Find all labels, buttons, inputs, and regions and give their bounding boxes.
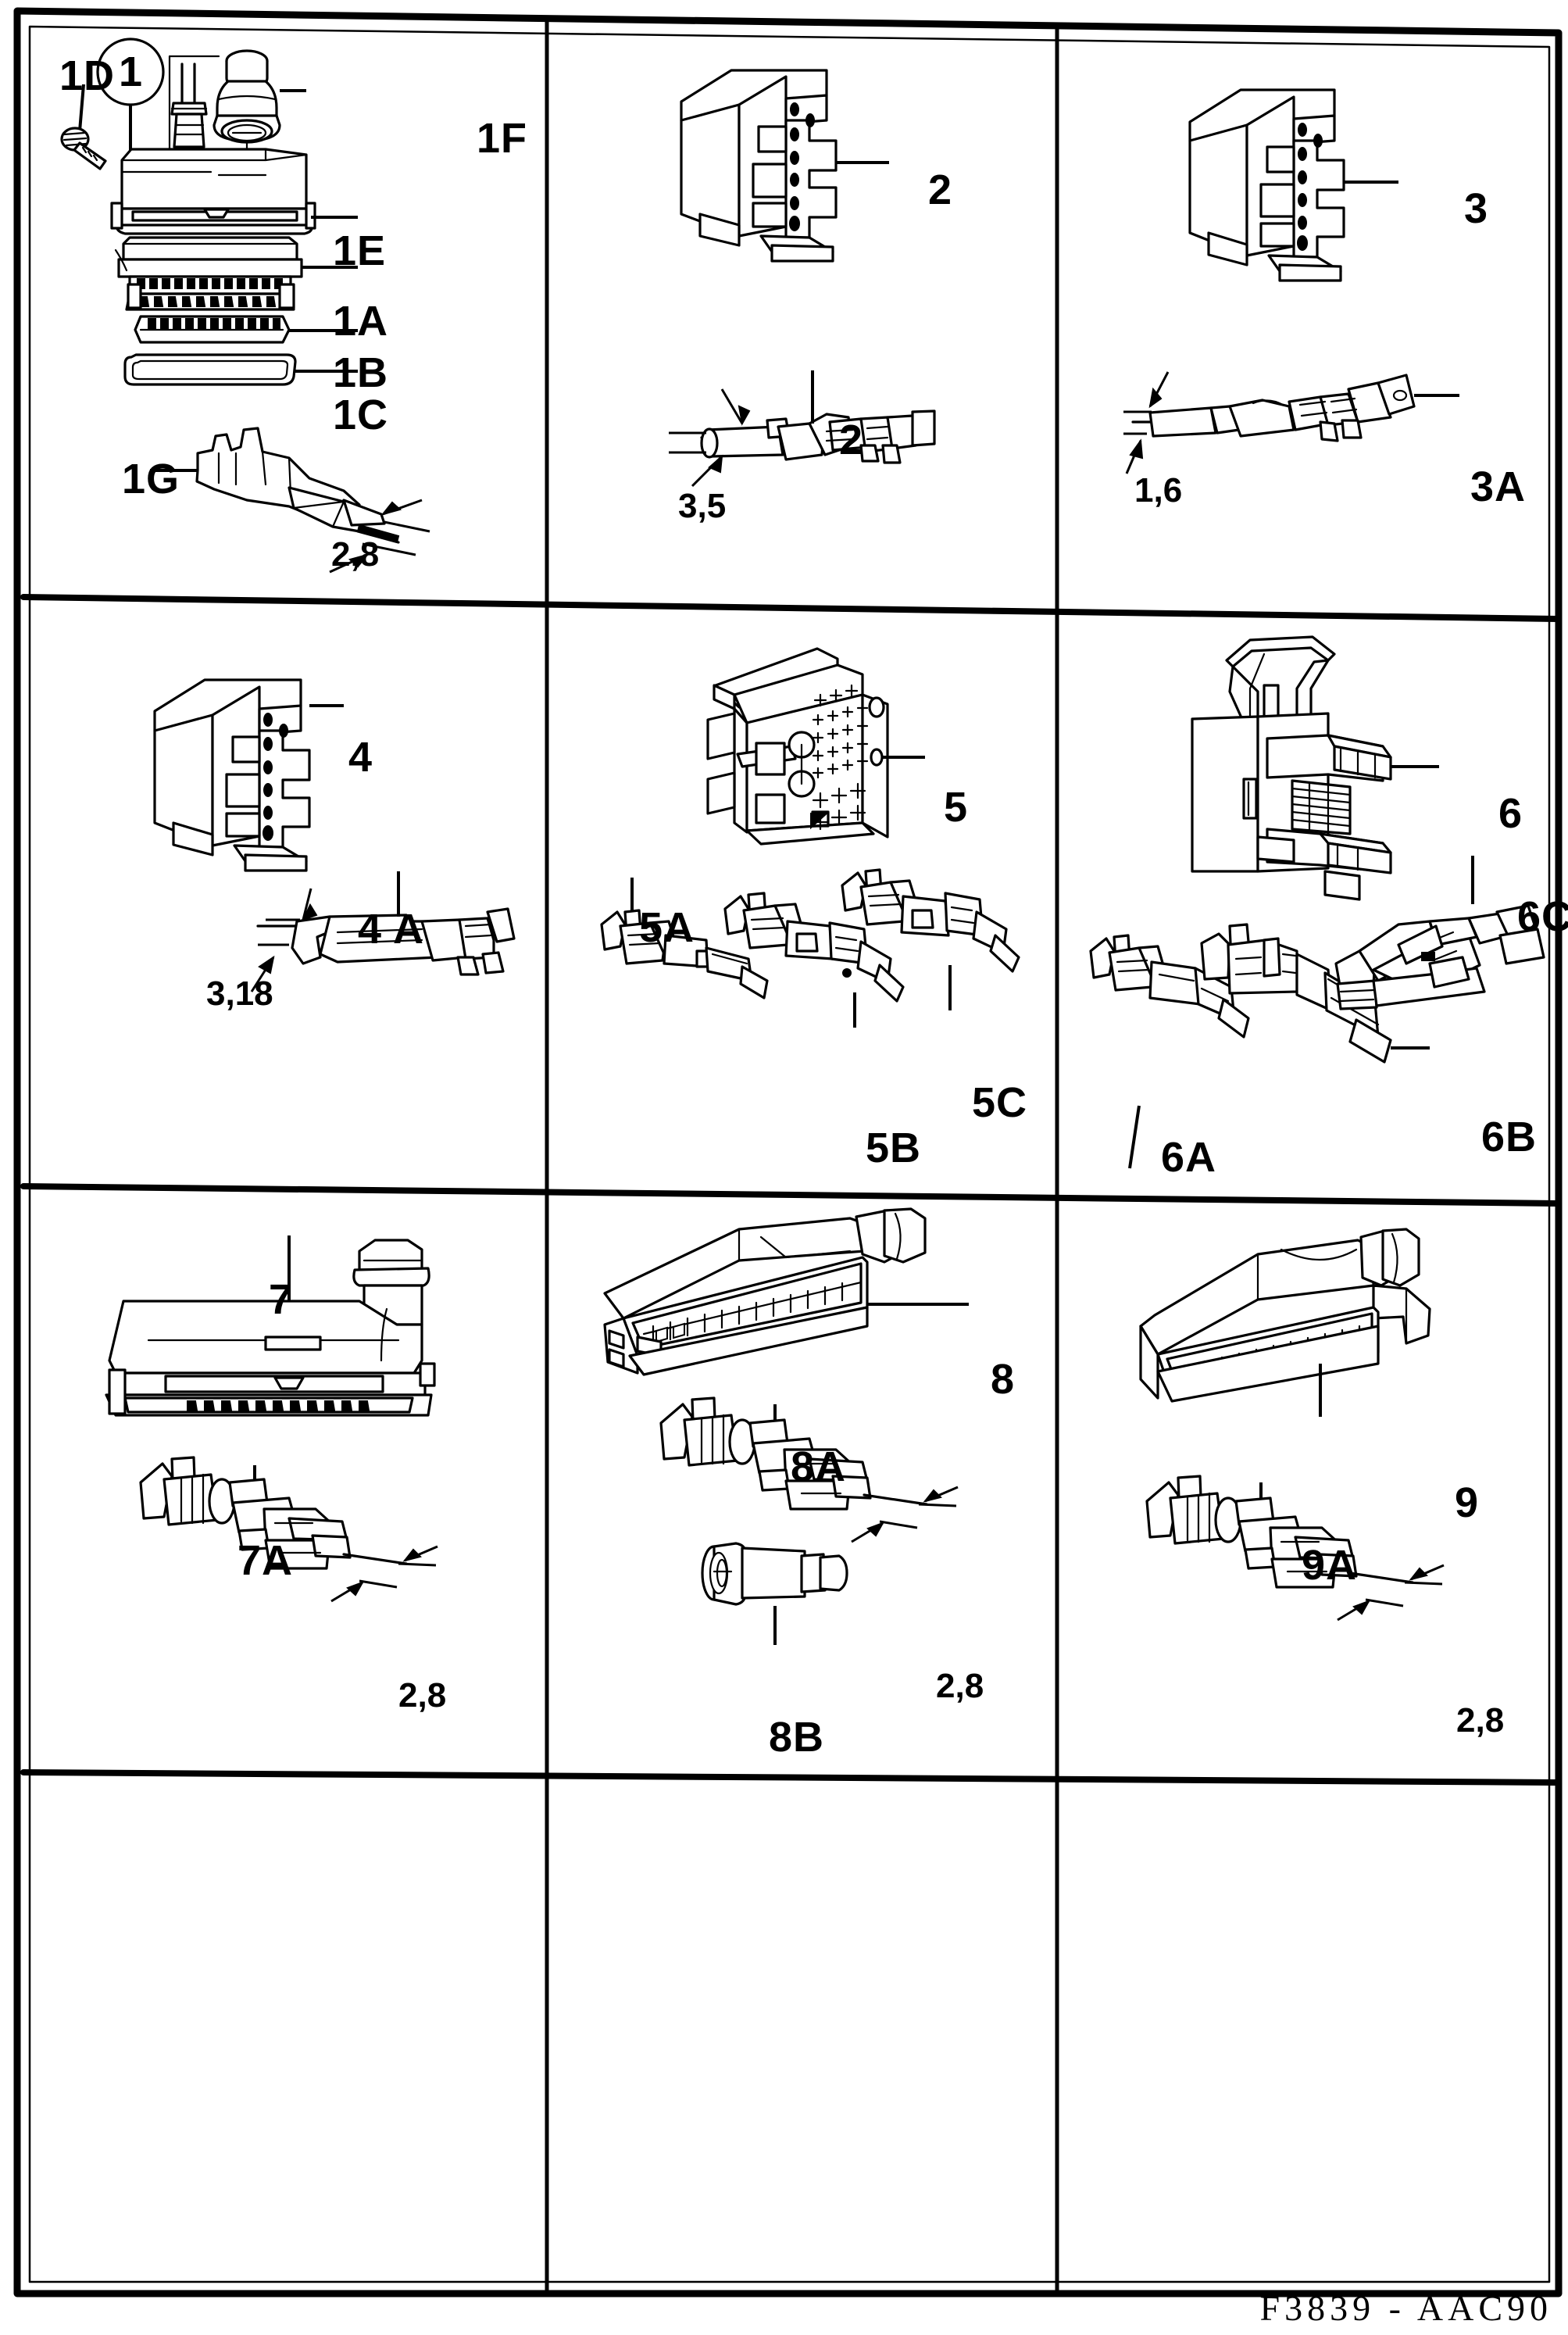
screw-1d <box>60 127 107 170</box>
angled-connector-9 <box>1139 1228 1431 1417</box>
cell-6-artwork <box>1063 613 1563 1188</box>
dimension-label: 1,6 <box>1134 471 1183 510</box>
part-callout-label: 3 <box>1464 185 1489 232</box>
part-callout-label: 6B <box>1481 1114 1538 1160</box>
cross-pin-field <box>812 684 869 779</box>
socket-pin-holes <box>263 713 288 841</box>
cell-3-artwork <box>1063 23 1563 602</box>
part-callout-label: 4 <box>348 734 373 781</box>
angled-connector-8 <box>603 1207 969 1376</box>
dimension-label: 2,8 <box>398 1676 447 1715</box>
relay-socket-4 <box>153 678 311 872</box>
cell-5-artwork <box>552 613 1055 1188</box>
part-callout-label: 1G <box>122 456 180 502</box>
cable-seal-8b <box>701 1542 848 1645</box>
cell-9-artwork <box>1063 1207 1563 1770</box>
part-callout-label: 5B <box>866 1125 922 1171</box>
part-callout-label: 2 <box>839 417 864 463</box>
terminal-6c <box>1334 856 1545 1010</box>
socket-pin-holes <box>789 102 815 231</box>
part-callout-label: 8 <box>991 1356 1016 1403</box>
part-callout-label: 6A <box>1161 1134 1217 1181</box>
terminal-3a <box>1123 371 1459 474</box>
row-divider-3 <box>20 1769 1560 1786</box>
part-callout-label: 5C <box>972 1079 1028 1126</box>
part-callout-label: 7 <box>269 1276 294 1323</box>
terminal-5a <box>600 878 769 999</box>
dimension-label: 3,18 <box>206 974 273 1013</box>
part-callout-label: 3A <box>1470 463 1527 510</box>
part-callout-label: 1D <box>59 52 116 99</box>
terminal-2 <box>669 370 936 488</box>
grille-lines <box>1291 781 1352 834</box>
terminal-7a <box>139 1456 438 1603</box>
cell-2-artwork <box>552 17 1055 595</box>
cell-7-artwork <box>31 1207 543 1770</box>
rubber-boot-1f <box>213 49 281 144</box>
pin-teeth-row <box>140 296 277 307</box>
pin-block-1a <box>114 236 303 311</box>
pin-post-assembly <box>170 63 208 148</box>
right-angle-connector-7 <box>105 1235 436 1417</box>
cell-8-artwork <box>552 1207 1055 1770</box>
part-callout-label: 6C <box>1517 893 1568 940</box>
part-callout-label: 9 <box>1455 1479 1480 1526</box>
part-callout-label: 1C <box>333 392 389 438</box>
terminal-5b <box>723 892 905 1028</box>
part-callout-label: 1B <box>333 349 389 396</box>
part-callout-label: 6 <box>1498 790 1523 837</box>
dimension-label: 2,8 <box>331 535 380 574</box>
outer-border <box>13 7 1563 2297</box>
dimension-label: 2,8 <box>1456 1701 1505 1740</box>
row-divider-2 <box>20 1183 1560 1207</box>
part-callout-label: 5 <box>944 784 969 831</box>
part-callout-label: 1A <box>333 298 389 345</box>
cross-pin-connector-5 <box>706 647 889 846</box>
part-callout-label: 1E <box>333 227 387 274</box>
relay-socket-2 <box>680 69 838 263</box>
socket-pin-holes <box>1297 123 1323 251</box>
pin-row-7 <box>187 1400 370 1411</box>
relay-socket-3 <box>1188 88 1345 282</box>
terminal-8a <box>659 1396 959 1543</box>
part-callout-label: 8A <box>791 1443 847 1490</box>
part-callout-label: 8B <box>769 1714 825 1761</box>
inner-border <box>28 25 1551 2283</box>
housing-cover-1e <box>110 148 316 235</box>
row-divider-1 <box>20 594 1560 622</box>
part-callout-label: 2 <box>928 166 953 213</box>
part-callout-label: 1F <box>477 115 528 162</box>
part-callout-label: 9A <box>1302 1542 1358 1589</box>
latch-connector-6 <box>1191 635 1392 901</box>
cell-1-artwork: 1 <box>31 16 547 598</box>
terminal-9a <box>1145 1475 1445 1622</box>
terminal-6a <box>1089 934 1250 1169</box>
cell-4-artwork <box>31 613 543 1188</box>
terminal-1g <box>150 427 430 574</box>
gasket-1c <box>123 353 297 386</box>
plate-footer-code: F3839 - AAC90 <box>1259 2288 1552 2328</box>
terminal-5c <box>841 868 1020 1010</box>
part-callout-label: 5A <box>639 904 695 951</box>
callout-number-1: 1 <box>119 48 142 95</box>
part-callout-label: 7A <box>238 1537 294 1584</box>
dimension-label: 3,5 <box>678 487 727 525</box>
dimension-label: 2,8 <box>936 1667 984 1705</box>
comb-seal-1b <box>134 315 291 344</box>
part-callout-label: 4 A <box>358 906 425 953</box>
terminal-4a <box>250 871 516 992</box>
